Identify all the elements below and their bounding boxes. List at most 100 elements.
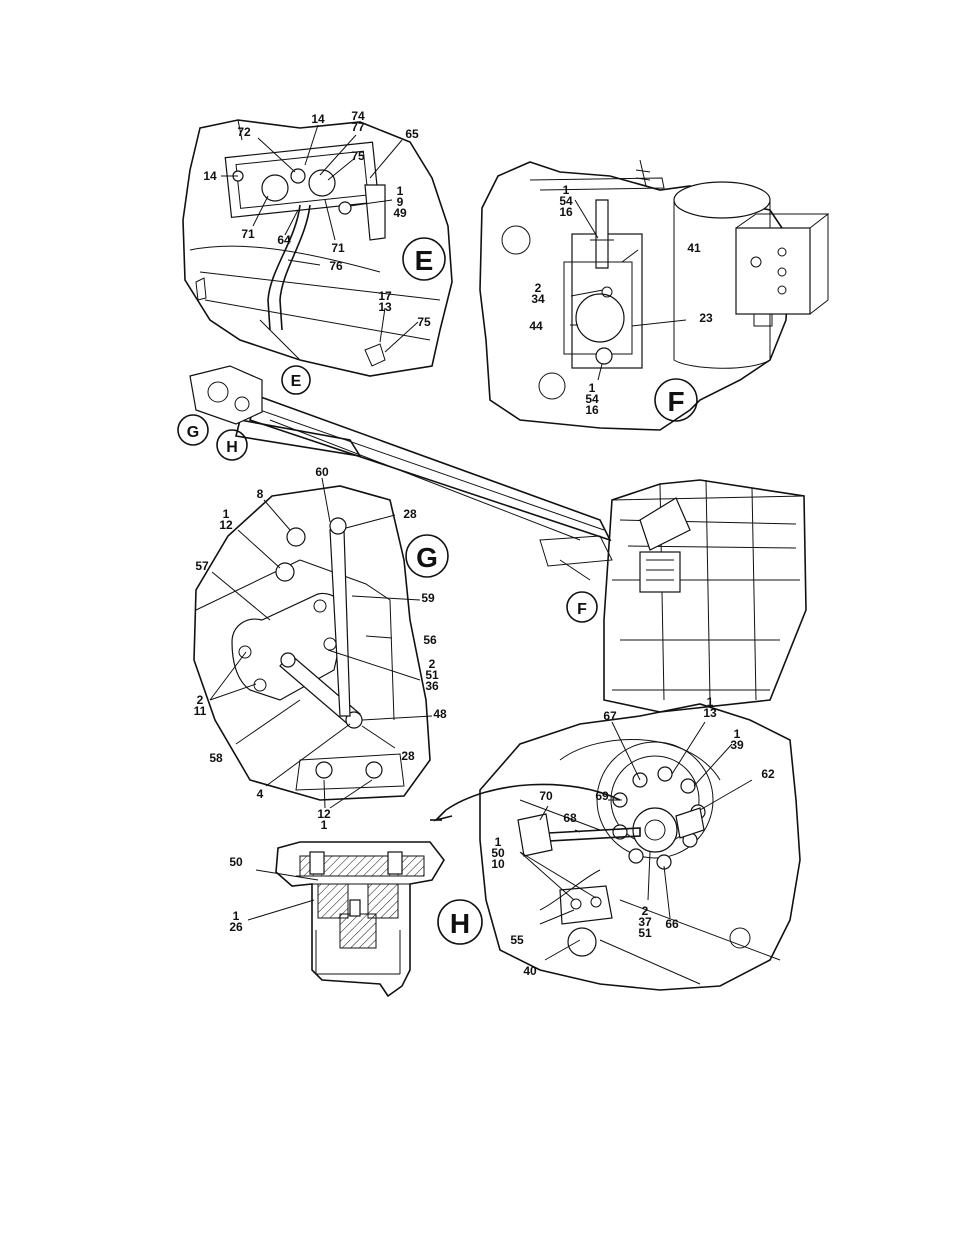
callout-e14b: 14 — [203, 169, 217, 183]
overview-marker-label-g: G — [187, 424, 199, 441]
callout-h1c: 139 — [730, 727, 744, 752]
callout-line: 76 — [329, 259, 343, 273]
callout-f1b: 15416 — [585, 381, 599, 417]
callout-line: 40 — [523, 964, 537, 978]
callout-line: 4 — [257, 787, 264, 801]
callout-line: 68 — [563, 811, 577, 825]
view-h-section — [248, 842, 444, 996]
callout-line: 41 — [687, 241, 701, 255]
callout-h67: 67 — [603, 709, 617, 723]
callout-line: 34 — [531, 292, 545, 306]
callout-g57: 57 — [195, 559, 209, 573]
callout-line: 28 — [401, 749, 415, 763]
callout-e71b: 71 — [331, 241, 345, 255]
callout-e14a: 14 — [311, 112, 325, 126]
callout-line: 26 — [229, 920, 243, 934]
callout-line: 14 — [311, 112, 325, 126]
callout-h1b: 113 — [703, 695, 717, 720]
callout-e1: 1949 — [393, 184, 407, 220]
callout-g28a: 28 — [403, 507, 417, 521]
callout-line: 11 — [194, 704, 207, 718]
callout-line: 51 — [638, 926, 652, 940]
callout-h62: 62 — [761, 767, 775, 781]
overview-marker-label-f: F — [577, 601, 587, 618]
callout-line: 60 — [315, 465, 329, 479]
callout-line: 39 — [730, 738, 744, 752]
callout-g4: 4 — [257, 787, 264, 801]
callout-line: 64 — [277, 233, 291, 247]
callout-e72: 72 — [237, 125, 251, 139]
callout-line: 71 — [331, 241, 345, 255]
callout-e76: 76 — [329, 259, 343, 273]
callout-g56: 56 — [423, 633, 437, 647]
view-e — [183, 120, 452, 376]
callout-line: 1 — [321, 818, 328, 832]
overview-marker-label-h: H — [226, 439, 238, 456]
callout-line: 65 — [405, 127, 419, 141]
callout-line: 36 — [425, 679, 439, 693]
callout-h40: 40 — [523, 964, 537, 978]
callout-line: 49 — [393, 206, 407, 220]
callout-g12: 121 — [317, 807, 331, 832]
callout-line: 75 — [351, 149, 365, 163]
callout-h70: 70 — [539, 789, 553, 803]
callout-line: 58 — [209, 751, 223, 765]
view-badge-g: G — [416, 542, 438, 573]
callout-f23: 23 — [699, 311, 713, 325]
callout-f41: 41 — [687, 241, 701, 255]
callout-line: 50 — [229, 855, 243, 869]
callout-h69: 69 — [595, 789, 609, 803]
callout-line: 75 — [417, 315, 431, 329]
view-h-detail — [430, 704, 800, 990]
callout-line: 28 — [403, 507, 417, 521]
callout-f44: 44 — [529, 319, 543, 333]
callout-line: 67 — [603, 709, 617, 723]
callout-line: 70 — [539, 789, 553, 803]
callout-line: 55 — [510, 933, 524, 947]
callout-line: 12 — [219, 518, 233, 532]
callout-g59: 59 — [421, 591, 435, 605]
callout-line: 62 — [761, 767, 775, 781]
callout-h55: 55 — [510, 933, 524, 947]
callout-line: 66 — [665, 917, 679, 931]
callout-h50: 50 — [229, 855, 243, 869]
callout-line: 10 — [491, 857, 505, 871]
callout-line: 23 — [699, 311, 713, 325]
callout-line: 44 — [529, 319, 543, 333]
callout-line: 57 — [195, 559, 209, 573]
callout-line: 69 — [595, 789, 609, 803]
callout-g58: 58 — [209, 751, 223, 765]
callout-line: 59 — [421, 591, 435, 605]
callout-line: 48 — [433, 707, 447, 721]
callout-h66: 66 — [665, 917, 679, 931]
callout-line: 14 — [203, 169, 217, 183]
callout-line: 16 — [585, 403, 599, 417]
callout-line: 13 — [378, 300, 392, 314]
callout-g48: 48 — [433, 707, 447, 721]
callout-g28b: 28 — [401, 749, 415, 763]
callout-line: 77 — [351, 120, 365, 134]
callout-line: 16 — [559, 205, 573, 219]
callout-e65: 65 — [405, 127, 419, 141]
overview-marker-label-e: E — [291, 373, 302, 390]
callout-h68: 68 — [563, 811, 577, 825]
view-badge-h: H — [450, 908, 470, 939]
view-badge-f: F — [667, 386, 684, 417]
view-badge-e: E — [415, 245, 434, 276]
callout-line: 13 — [703, 706, 717, 720]
callout-line: 8 — [257, 487, 264, 501]
callout-e75a: 75 — [351, 149, 365, 163]
callout-e64: 64 — [277, 233, 291, 247]
callout-g8: 8 — [257, 487, 264, 501]
